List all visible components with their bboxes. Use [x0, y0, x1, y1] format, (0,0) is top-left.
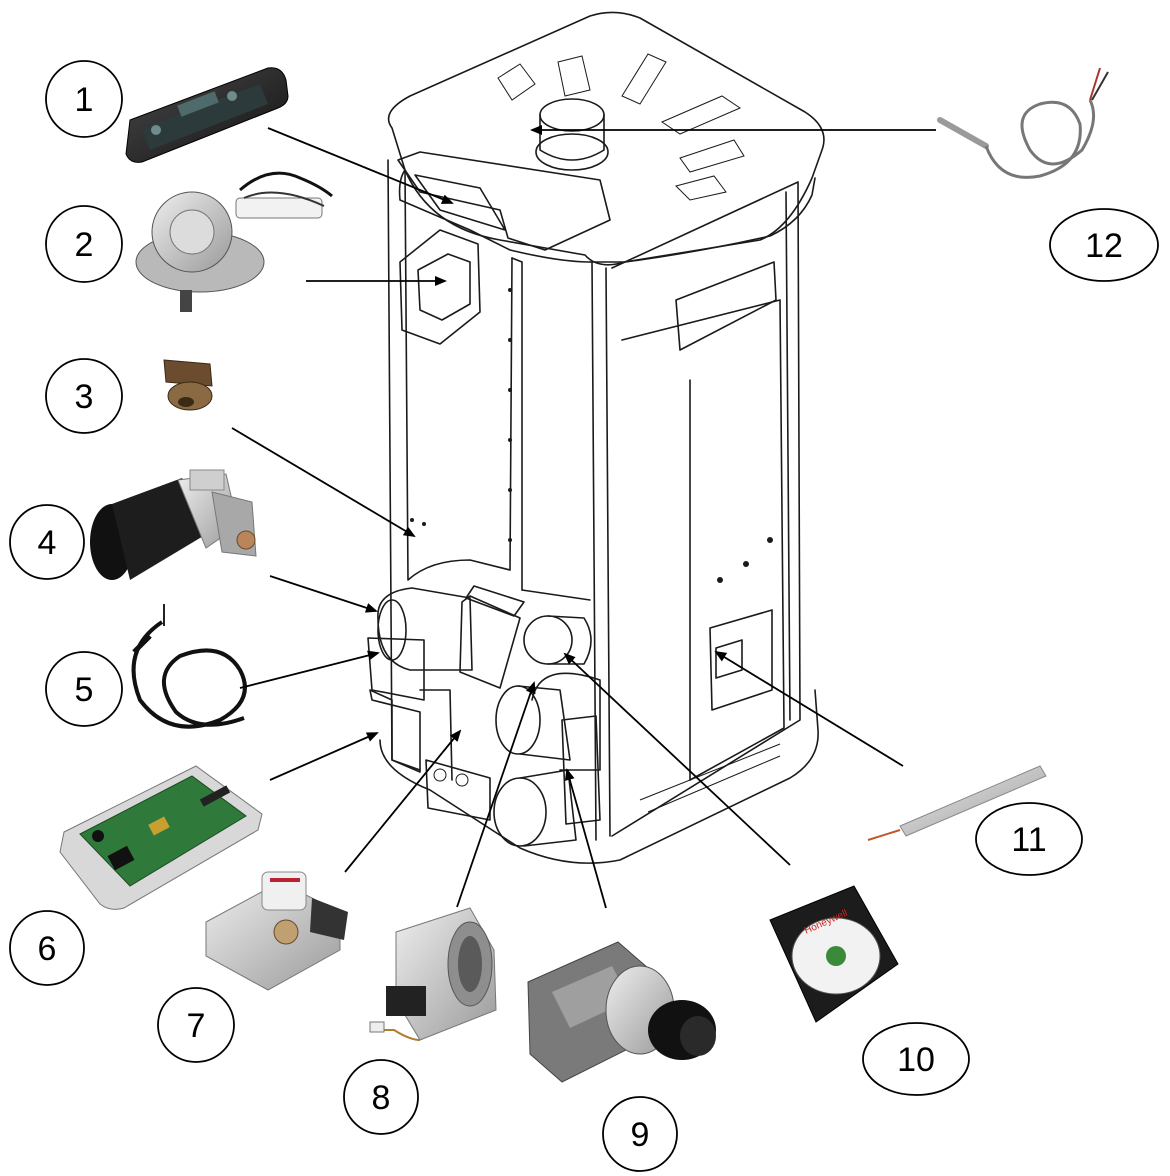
- callout-2: 2: [45, 205, 123, 283]
- callout-10: 10: [862, 1022, 970, 1096]
- leader-8: [456, 681, 536, 908]
- exhaust-fan-icon: [135, 171, 333, 312]
- callout-label: 2: [75, 226, 94, 264]
- callout-label: 3: [75, 378, 94, 416]
- blower-fan-icon: [369, 907, 497, 1041]
- callout-label: 12: [1085, 227, 1123, 265]
- auger-motor-icon: [205, 871, 348, 991]
- leader-4: [269, 575, 378, 613]
- callout-5: 5: [45, 651, 123, 727]
- gear-motor-icon: [90, 469, 257, 580]
- callout-label: 10: [897, 1041, 935, 1079]
- temperature-probe-icon: [937, 67, 1109, 179]
- leader-5: [239, 650, 380, 689]
- leader-3: [231, 427, 416, 538]
- leader-11: [714, 650, 904, 767]
- callout-label: 4: [38, 524, 57, 562]
- leader-9: [564, 768, 607, 909]
- callout-label: 1: [75, 81, 94, 119]
- centrifugal-fan-icon: [527, 941, 716, 1083]
- callout-8: 8: [343, 1059, 419, 1135]
- stove-body: [367, 11, 825, 864]
- callout-label: 5: [75, 671, 94, 709]
- probe-cable-icon: [131, 604, 247, 729]
- callout-label: 11: [1011, 821, 1046, 859]
- callout-9: 9: [602, 1096, 678, 1172]
- callout-1: 1: [45, 60, 123, 138]
- callout-label: 7: [187, 1007, 206, 1045]
- callout-label: 6: [38, 930, 57, 968]
- callout-3: 3: [45, 358, 123, 434]
- leader-lines: [231, 125, 936, 909]
- leader-6: [269, 732, 379, 781]
- igniter-rod-icon: [867, 765, 1047, 841]
- callout-6: 6: [9, 910, 85, 986]
- pressure-switch-icon: Honeywell: [769, 885, 899, 1023]
- control-panel-icon: [125, 67, 289, 163]
- thermostat-icon: [163, 359, 213, 411]
- leader-1: [267, 127, 454, 204]
- callout-label: 8: [372, 1079, 391, 1117]
- callout-4: 4: [9, 504, 85, 580]
- callout-12: 12: [1049, 208, 1159, 282]
- callout-7: 7: [157, 987, 235, 1063]
- circuit-board-icon: [59, 765, 263, 910]
- leader-7: [344, 729, 462, 873]
- callout-label: 9: [631, 1116, 650, 1154]
- leader-10: [563, 652, 791, 866]
- callout-11: 11: [975, 802, 1083, 876]
